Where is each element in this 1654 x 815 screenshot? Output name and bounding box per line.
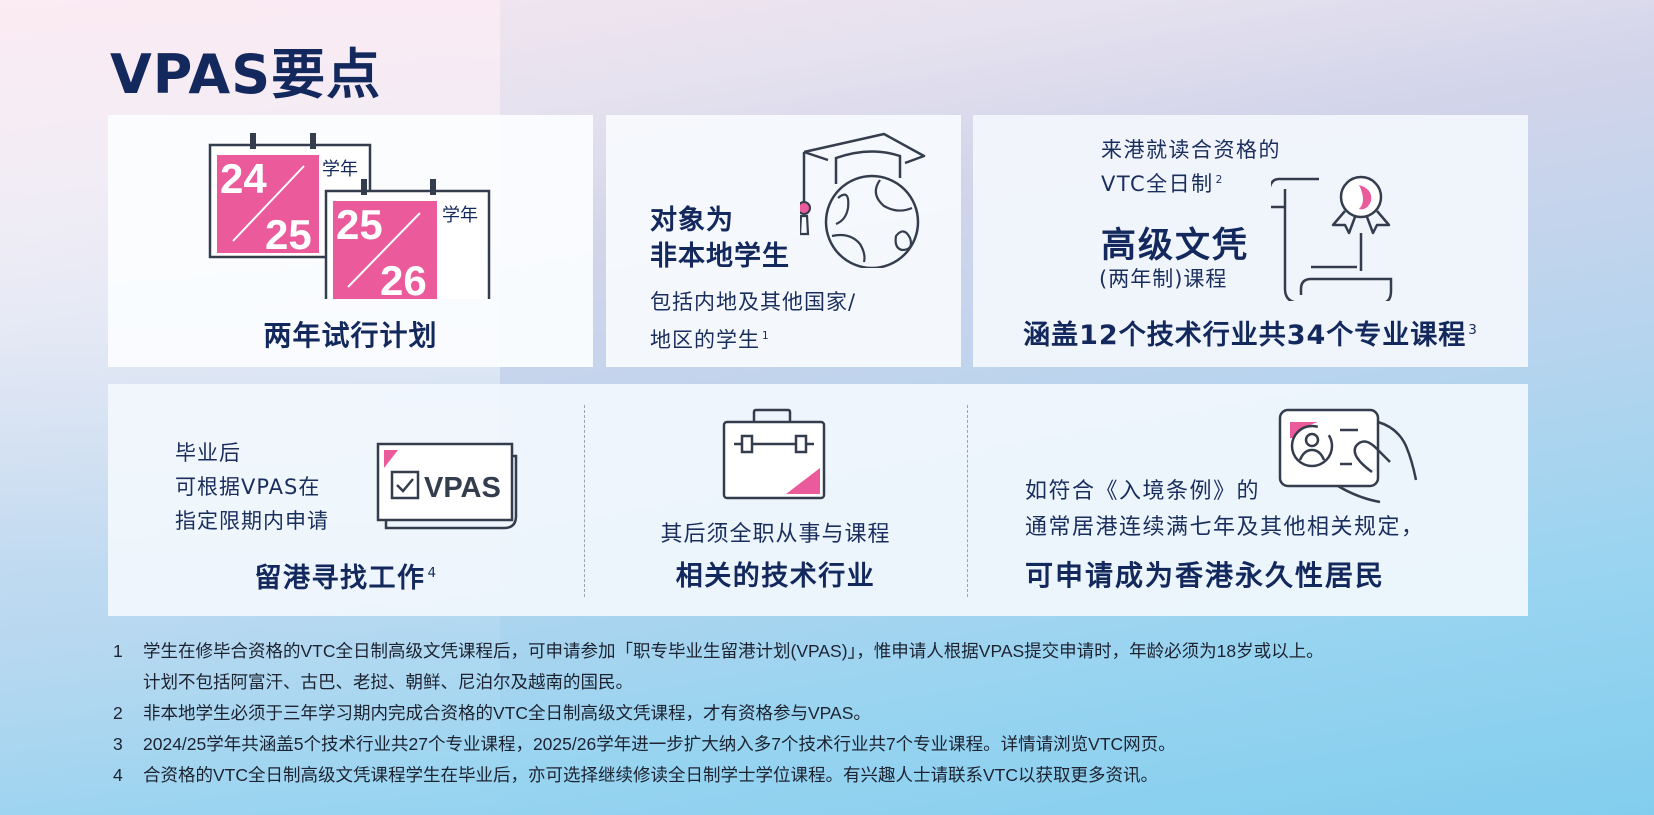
vpas-badge-text: VPAS [424, 472, 501, 504]
diploma-scroll-icon [1271, 175, 1393, 301]
residency-line1: 如符合《入境条例》的 [1025, 479, 1261, 504]
footnote-number: 1 [113, 641, 123, 661]
diploma-heading: 高级文凭 [1101, 226, 1250, 266]
footnote-text: 2024/25学年共涵盖5个技术行业共27个专业课程，2025/26学年进一步扩… [143, 734, 1176, 754]
footnote-number [113, 667, 143, 698]
diploma-coverage: 涵盖12个技术行业共34个专业课程 [1023, 320, 1467, 351]
stay-heading: 留港寻找工作 [254, 563, 426, 594]
id-card-hand-icon [1278, 408, 1418, 504]
footnote-text: 计划不包括阿富汗、古巴、老挝、朝鲜、尼泊尔及越南的国民。 [143, 672, 633, 692]
footnote-number: 2 [113, 703, 123, 723]
footnote-item: 4 合资格的VTC全日制高级文凭课程学生在毕业后，亦可选择继续修读全日制学士学位… [113, 760, 1553, 791]
residency-heading: 可申请成为香港永久性居民 [1025, 559, 1386, 592]
stay-line3: 指定限期内申请 [175, 509, 329, 533]
footnote-text: 合资格的VTC全日制高级文凭课程学生在毕业后，亦可选择继续修读全日制学士学位课程… [143, 765, 1158, 785]
stay-line2: 可根据VPAS在 [175, 475, 321, 499]
calendar-2-end-year: 26 [380, 257, 427, 299]
stay-line1: 毕业后 [175, 441, 241, 465]
footnote-item: 2 非本地学生必须于三年学习期内完成合资格的VTC全日制高级文凭课程，才有资格参… [113, 698, 1553, 729]
work-heading: 相关的技术行业 [675, 561, 876, 592]
pilot-caption: 两年试行计划 [263, 319, 438, 352]
briefcase-icon [722, 408, 826, 500]
target-desc-line1: 包括内地及其他国家/ [650, 290, 857, 314]
footnote-item: 1 学生在修毕合资格的VTC全日制高级文凭课程后，可申请参加「职专毕业生留港计划… [113, 636, 1553, 667]
calendar-1-start-year: 24 [220, 155, 267, 202]
footnote-number: 4 [113, 765, 123, 785]
footnote-item: 计划不包括阿富汗、古巴、老挝、朝鲜、尼泊尔及越南的国民。 [113, 667, 1553, 698]
work-line1: 其后须全职从事与课程 [660, 522, 891, 547]
footnote-ref-1: 1 [762, 330, 770, 342]
target-desc-line2: 地区的学生 [650, 328, 760, 352]
footnote-text: 学生在修毕合资格的VTC全日制高级文凭课程后，可申请参加「职专毕业生留港计划(V… [143, 641, 1324, 661]
residency-line2: 通常居港连续满七年及其他相关规定， [1025, 515, 1425, 540]
footnote-ref-3: 3 [1468, 322, 1478, 338]
dashed-divider-2 [967, 405, 968, 597]
calendar-icon: 24 25 学年 25 26 学年 [208, 133, 491, 299]
footnotes: 1 学生在修毕合资格的VTC全日制高级文凭课程后，可申请参加「职专毕业生留港计划… [113, 636, 1553, 791]
calendar-2-label: 学年 [442, 205, 478, 226]
diploma-intro-line1: 来港就读合资格的 [1101, 138, 1281, 162]
footnote-text: 非本地学生必须于三年学习期内完成合资格的VTC全日制高级文凭课程，才有资格参与V… [143, 703, 871, 723]
calendar-1-label: 学年 [322, 159, 358, 180]
diploma-subheading: (两年制)课程 [1099, 267, 1228, 291]
card-pilot-scheme: 24 25 学年 25 26 学年 两年试行计划 [108, 115, 593, 367]
dashed-divider-1 [584, 405, 585, 597]
target-heading-line1: 对象为 [650, 205, 734, 236]
target-heading-line2: 非本地学生 [650, 241, 790, 272]
footnote-item: 3 2024/25学年共涵盖5个技术行业共27个专业课程，2025/26学年进一… [113, 729, 1553, 760]
diploma-intro-line2: VTC全日制 [1101, 172, 1214, 196]
calendar-2-start-year: 25 [336, 201, 383, 248]
footnote-ref-4: 4 [427, 565, 438, 581]
graduation-globe-icon [800, 132, 926, 268]
footnote-number: 3 [113, 734, 123, 754]
calendar-1-end-year: 25 [265, 211, 312, 258]
page-title: VPAS要点 [110, 43, 382, 106]
vpas-card-icon: VPAS [376, 442, 518, 530]
footnote-ref-2: 2 [1215, 174, 1224, 186]
